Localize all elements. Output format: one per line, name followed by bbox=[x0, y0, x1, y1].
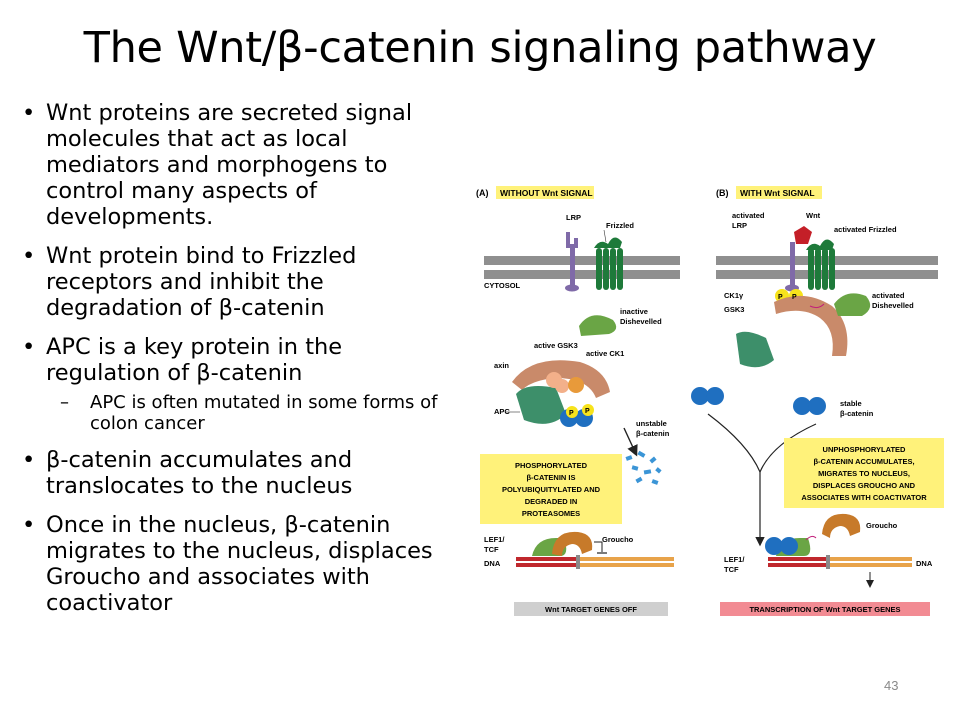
gene-complex-off bbox=[516, 531, 674, 569]
bullet-item: Wnt protein bind to Frizzled receptors a… bbox=[22, 243, 462, 321]
lef1-label: LEF1/ bbox=[484, 535, 505, 544]
p-bubble-text: P bbox=[778, 294, 783, 301]
p-bubble-text: P bbox=[585, 408, 590, 415]
lrp-label: LRP bbox=[732, 221, 747, 230]
inactive-label: inactive bbox=[620, 307, 648, 316]
dna-label: DNA bbox=[484, 559, 501, 568]
groucho-label: Groucho bbox=[866, 521, 898, 530]
box-line: POLYUBIQUITYLATED AND bbox=[502, 485, 601, 494]
stable-label: stable bbox=[840, 399, 862, 408]
beta-catenin-label: β-catenin bbox=[840, 409, 874, 418]
panel-b: (B) WITH Wnt SIGNAL activated LRP Wnt ac… bbox=[691, 186, 944, 616]
membrane-outer bbox=[484, 256, 680, 265]
wnt-label: Wnt bbox=[806, 211, 821, 220]
banner-on bbox=[720, 602, 930, 616]
stable-beta-catenin bbox=[793, 397, 826, 415]
cytosol-label: CYTOSOL bbox=[484, 281, 521, 290]
banner-off-text: Wnt TARGET GENES OFF bbox=[545, 605, 637, 614]
tcf-label: TCF bbox=[724, 565, 739, 574]
bullet-item: Wnt proteins are secreted signal molecul… bbox=[22, 100, 462, 230]
inactive-dishevelled-shape bbox=[579, 315, 617, 336]
wnt-pathway-figure: (A) WITHOUT Wnt SIGNAL CYTOSOL LRP Frizz… bbox=[476, 186, 944, 616]
tcf-label: TCF bbox=[484, 545, 499, 554]
p-bubble-text: P bbox=[569, 410, 574, 417]
sub-bullet-list: –APC is often mutated in some forms of c… bbox=[46, 392, 462, 434]
lrp-receptor bbox=[565, 232, 579, 292]
box-line: DEGRADED IN bbox=[525, 497, 578, 506]
bullet-text: Once in the nucleus, β-catenin migrates … bbox=[46, 512, 433, 616]
left-beta-catenin bbox=[691, 387, 724, 405]
activated-label: activated bbox=[872, 291, 905, 300]
panel-a-title-highlight bbox=[496, 186, 594, 199]
banner-on-text: TRANSCRIPTION OF Wnt TARGET GENES bbox=[749, 605, 900, 614]
lrp-receptor bbox=[785, 242, 799, 292]
banner-off bbox=[514, 602, 668, 616]
gsk3-label: GSK3 bbox=[724, 305, 744, 314]
sub-bullet-text: APC is often mutated in some forms of co… bbox=[90, 392, 438, 434]
box-line: β-CATENIN ACCUMULATES, bbox=[813, 457, 914, 466]
lrp-label: LRP bbox=[566, 213, 581, 222]
sub-bullet-item: –APC is often mutated in some forms of c… bbox=[46, 392, 462, 434]
phosphorylated-box bbox=[480, 454, 622, 524]
frizzled-receptor bbox=[594, 237, 623, 290]
lef1-label: LEF1/ bbox=[724, 555, 745, 564]
bullet-item: β-catenin accumulates and translocates t… bbox=[22, 447, 462, 499]
bullet-text: Wnt protein bind to Frizzled receptors a… bbox=[46, 243, 357, 321]
membrane-inner bbox=[484, 270, 680, 279]
panel-a-title: WITHOUT Wnt SIGNAL bbox=[500, 188, 593, 198]
degradation-arrow bbox=[623, 427, 638, 457]
activated-label: activated bbox=[732, 211, 765, 220]
wnt-ligand bbox=[794, 226, 812, 244]
activated-frizzled-label: activated Frizzled bbox=[834, 225, 897, 234]
box-line: DISPLACES GROUCHO AND bbox=[813, 481, 916, 490]
destruction-complex bbox=[512, 360, 610, 427]
axin-label: axin bbox=[494, 361, 509, 370]
box-line: ASSOCIATES WITH COACTIVATOR bbox=[801, 493, 927, 502]
bullet-text: APC is a key protein in the regulation o… bbox=[46, 334, 343, 386]
panel-b-title-highlight bbox=[736, 186, 822, 199]
box-line: β-CATENIN IS bbox=[526, 473, 575, 482]
panel-b-letter: (B) bbox=[716, 188, 729, 198]
bullet-item: Once in the nucleus, β-catenin migrates … bbox=[22, 512, 462, 616]
page-number: 43 bbox=[884, 678, 899, 693]
unstable-label: unstable bbox=[636, 419, 667, 428]
beta-catenin-label: β-catenin bbox=[636, 429, 670, 438]
degraded-fragments bbox=[625, 450, 662, 485]
gene-complex-on bbox=[765, 513, 912, 588]
box-line: MIGRATES TO NUCLEUS, bbox=[818, 469, 910, 478]
dash-marker: – bbox=[60, 392, 69, 413]
panel-a: (A) WITHOUT Wnt SIGNAL CYTOSOL LRP Frizz… bbox=[476, 186, 680, 616]
bullet-text: β-catenin accumulates and translocates t… bbox=[46, 447, 353, 499]
dishevelled-label: Dishevelled bbox=[872, 301, 914, 310]
recruited-complex bbox=[736, 289, 871, 368]
ck1-label: CK1γ bbox=[724, 291, 744, 300]
active-ck1-label: active CK1 bbox=[586, 349, 624, 358]
p-bubble-text: P bbox=[792, 294, 797, 301]
activated-frizzled bbox=[806, 239, 835, 290]
apc-label: APC bbox=[494, 407, 510, 416]
frizzled-label: Frizzled bbox=[606, 221, 634, 230]
unphosphorylated-box bbox=[784, 438, 944, 508]
box-line: UNPHOSPHORYLATED bbox=[823, 445, 907, 454]
panel-b-title: WITH Wnt SIGNAL bbox=[740, 188, 815, 198]
bullet-text: Wnt proteins are secreted signal molecul… bbox=[46, 100, 413, 230]
dishevelled-label: Dishevelled bbox=[620, 317, 662, 326]
active-gsk3-label: active GSK3 bbox=[534, 341, 578, 350]
panel-a-letter: (A) bbox=[476, 188, 489, 198]
dna-label: DNA bbox=[916, 559, 933, 568]
box-line: PROTEASOMES bbox=[522, 509, 580, 518]
bullet-list: Wnt proteins are secreted signal molecul… bbox=[22, 100, 462, 629]
box-line: PHOSPHORYLATED bbox=[515, 461, 588, 470]
bullet-item: APC is a key protein in the regulation o… bbox=[22, 334, 462, 434]
groucho-label: Groucho bbox=[602, 535, 634, 544]
slide-title: The Wnt/β-catenin signaling pathway bbox=[83, 23, 877, 73]
